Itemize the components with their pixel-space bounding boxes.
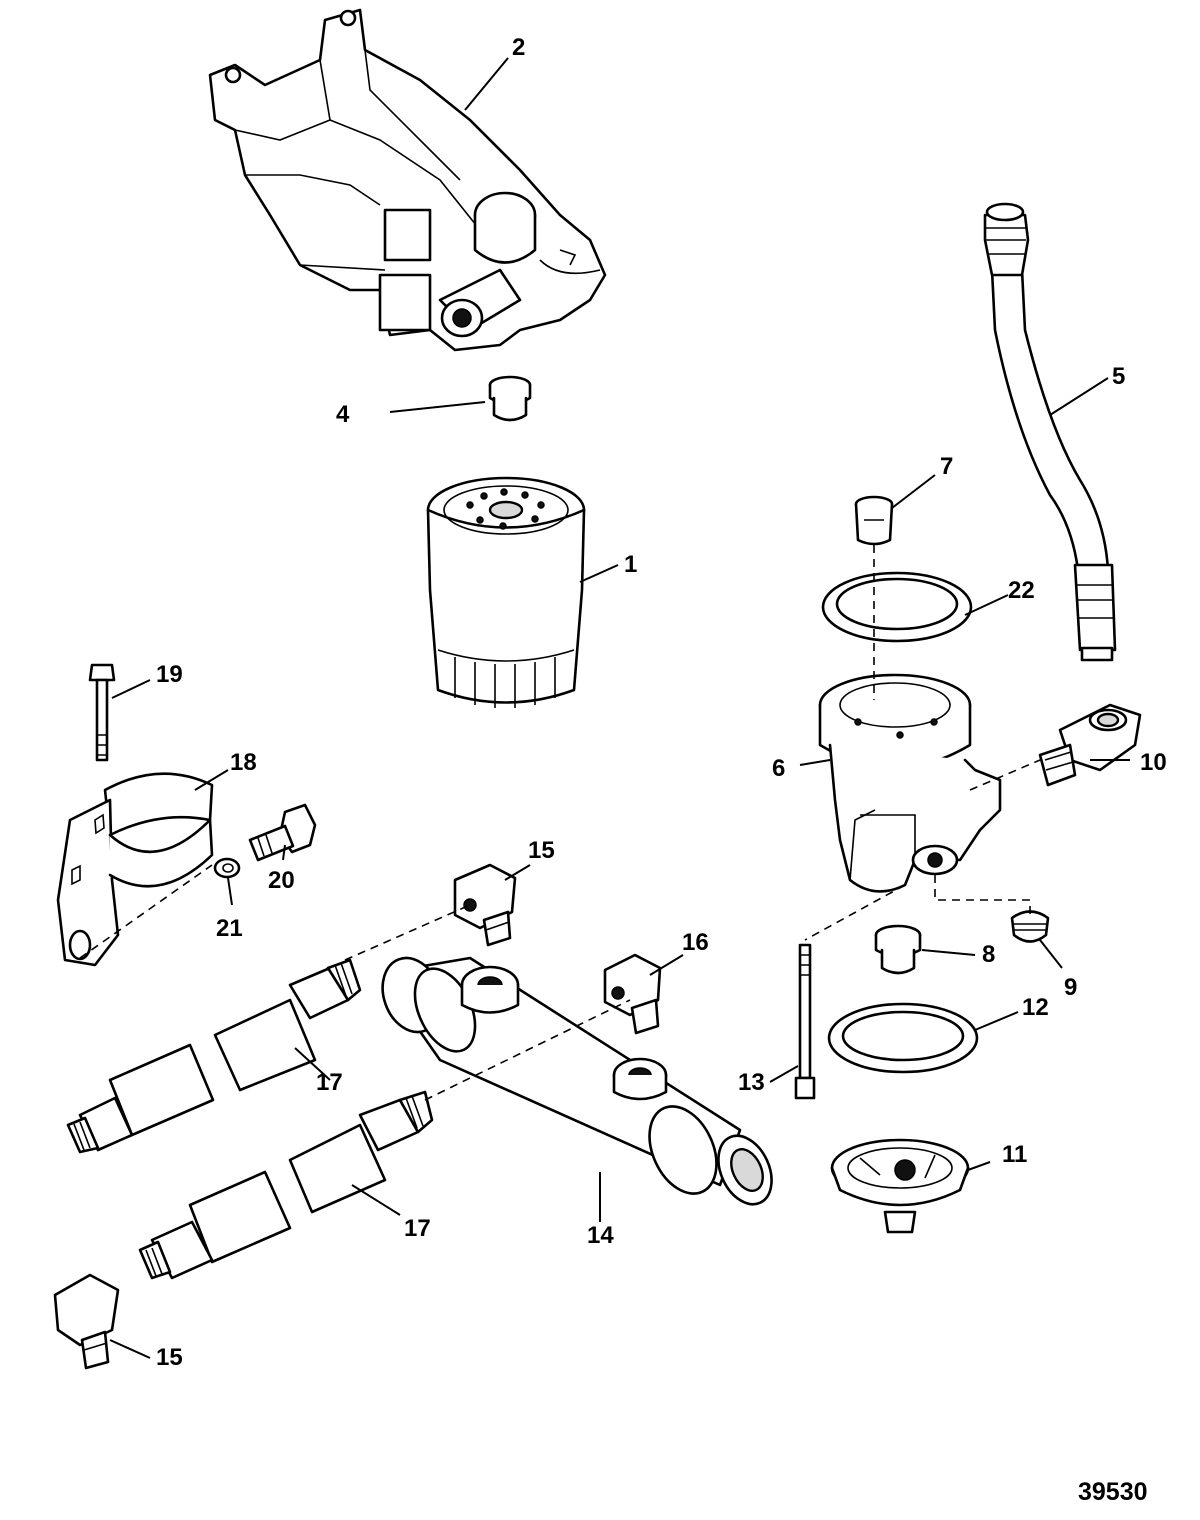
callout-10: 10	[1140, 749, 1167, 776]
assembly-dashed-lines	[79, 545, 1041, 1101]
part-8-plug	[874, 924, 922, 975]
part-9-pipe-plug	[1010, 910, 1050, 943]
part-17-hose-upper	[66, 958, 362, 1154]
leader-lines	[109, 57, 1130, 1359]
callout-22: 22	[1008, 577, 1035, 604]
part-13-bolt	[794, 943, 816, 1100]
callout-7: 7	[940, 453, 953, 480]
part-2-filter-bracket	[208, 8, 607, 352]
callout-15-upper: 15	[528, 837, 555, 864]
callout-6: 6	[772, 755, 785, 782]
callout-16: 16	[682, 929, 709, 956]
callout-20: 20	[268, 867, 295, 894]
figure-reference-number: 39530	[1078, 1478, 1148, 1506]
callout-1: 1	[624, 551, 637, 578]
part-6-filter-housing	[818, 673, 1002, 893]
callout-4: 4	[336, 401, 350, 428]
callout-21: 21	[216, 915, 243, 942]
part-21-lock-washer	[213, 857, 241, 879]
callout-2: 2	[512, 34, 525, 61]
part-22-o-ring	[821, 571, 973, 643]
part-5-oil-hose	[983, 202, 1117, 662]
part-11-base-cap	[830, 1138, 970, 1234]
callouts: 2 4 5 7 1 22 19 18 10 6 20 21 15 16 8 9 …	[156, 34, 1167, 1371]
callout-15-lower: 15	[156, 1344, 183, 1371]
part-4-adapter-fitting	[488, 375, 532, 422]
callout-14: 14	[587, 1222, 614, 1249]
part-15-elbow-fitting-lower	[53, 1273, 120, 1370]
part-14-oil-cooler	[381, 956, 773, 1206]
callout-5: 5	[1112, 363, 1125, 390]
part-10-elbow-fitting	[1038, 703, 1142, 787]
part-17-hose-lower	[138, 1090, 434, 1280]
callout-9: 9	[1064, 974, 1077, 1001]
part-12-gasket	[827, 1002, 979, 1074]
callout-17-lower: 17	[404, 1215, 431, 1242]
callout-19: 19	[156, 661, 183, 688]
callout-13: 13	[738, 1069, 765, 1096]
part-15-elbow-fitting-upper	[453, 863, 517, 947]
callout-18: 18	[230, 749, 257, 776]
part-7-plug	[854, 495, 894, 546]
part-19-bolt	[88, 663, 116, 762]
callout-11: 11	[1002, 1141, 1027, 1168]
part-18-clamp	[56, 772, 214, 967]
part-16-elbow-fitting	[603, 953, 662, 1035]
callout-17-upper: 17	[316, 1069, 343, 1096]
part-1-oil-filter	[426, 476, 586, 708]
callout-12: 12	[1022, 994, 1049, 1021]
part-20-bolt	[248, 803, 317, 862]
callout-8: 8	[982, 941, 995, 968]
